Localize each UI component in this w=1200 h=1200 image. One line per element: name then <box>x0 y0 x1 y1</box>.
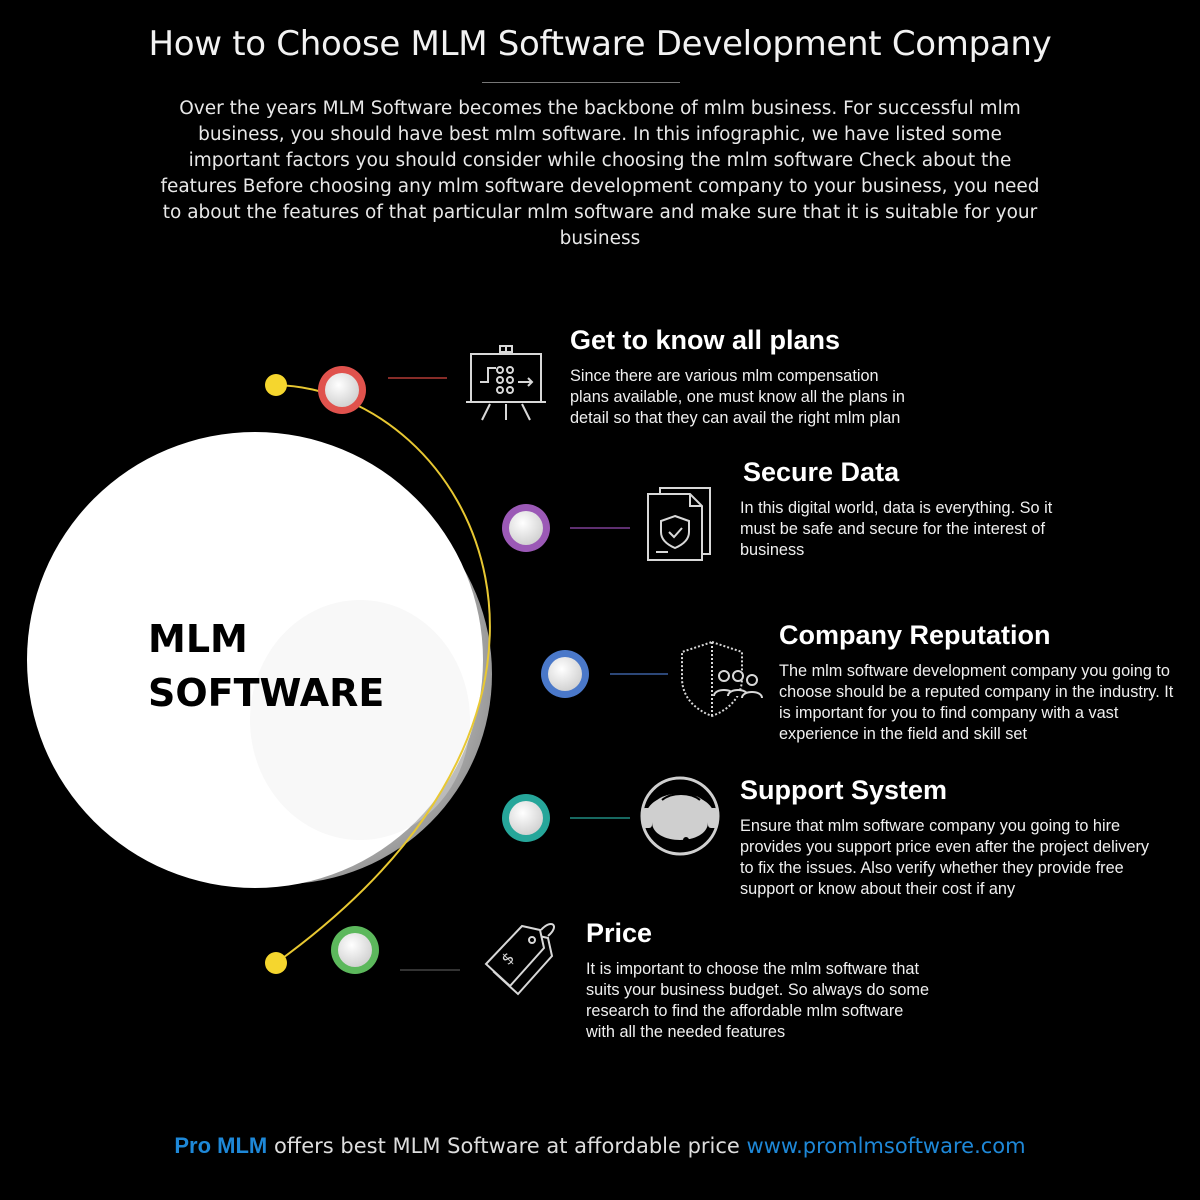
arc-endpoint-top <box>265 374 287 396</box>
node-price <box>331 926 379 974</box>
feature-text: It is important to choose the mlm softwa… <box>586 960 929 1041</box>
center-circle-highlight <box>250 600 470 840</box>
title-divider <box>482 82 680 83</box>
feature-text: Ensure that mlm software company you goi… <box>740 817 1150 898</box>
headset-support-icon <box>640 776 720 856</box>
feature-title: Company Reputation <box>779 620 1051 650</box>
feature-title: Support System <box>740 775 948 805</box>
shield-people-icon <box>681 640 763 718</box>
center-label-line2: SOFTWARE <box>148 671 385 715</box>
presentation-board-icon <box>466 345 546 421</box>
arc-endpoint-bottom <box>265 952 287 974</box>
node-support <box>502 794 550 842</box>
footer-url-link[interactable]: www.promlmsoftware.com <box>746 1134 1026 1158</box>
feature-company-reputation: Company Reputation The mlm software deve… <box>779 620 1184 745</box>
footer-text: offers best MLM Software at affordable p… <box>267 1134 747 1158</box>
footer-brand: Pro MLM <box>174 1133 268 1158</box>
feature-title: Get to know all plans <box>570 325 841 355</box>
feature-text: Since there are various mlm compensation… <box>570 367 905 427</box>
node-plans <box>318 366 366 414</box>
center-label: MLM SOFTWARE <box>148 612 448 720</box>
price-tag-icon: $ <box>484 923 555 996</box>
feature-price: Price It is important to choose the mlm … <box>586 918 931 1043</box>
feature-title: Price <box>586 918 653 948</box>
secure-document-icon <box>647 487 711 561</box>
feature-title: Secure Data <box>743 457 900 487</box>
feature-support-system: Support System Ensure that mlm software … <box>740 775 1150 900</box>
center-circle <box>27 432 483 888</box>
feature-text: The mlm software development company you… <box>779 662 1174 743</box>
node-secure <box>502 504 550 552</box>
feature-secure-data: Secure Data In this digital world, data … <box>740 457 1085 561</box>
node-reputation <box>541 650 589 698</box>
intro-paragraph: Over the years MLM Software becomes the … <box>160 98 1040 249</box>
footer: Pro MLM offers best MLM Software at affo… <box>0 1133 1200 1159</box>
feature-plans: Get to know all plans Since there are va… <box>570 325 915 429</box>
center-label-line1: MLM <box>148 617 248 661</box>
feature-text: In this digital world, data is everythin… <box>740 499 1053 559</box>
page-title: How to Choose MLM Software Development C… <box>148 24 1052 64</box>
